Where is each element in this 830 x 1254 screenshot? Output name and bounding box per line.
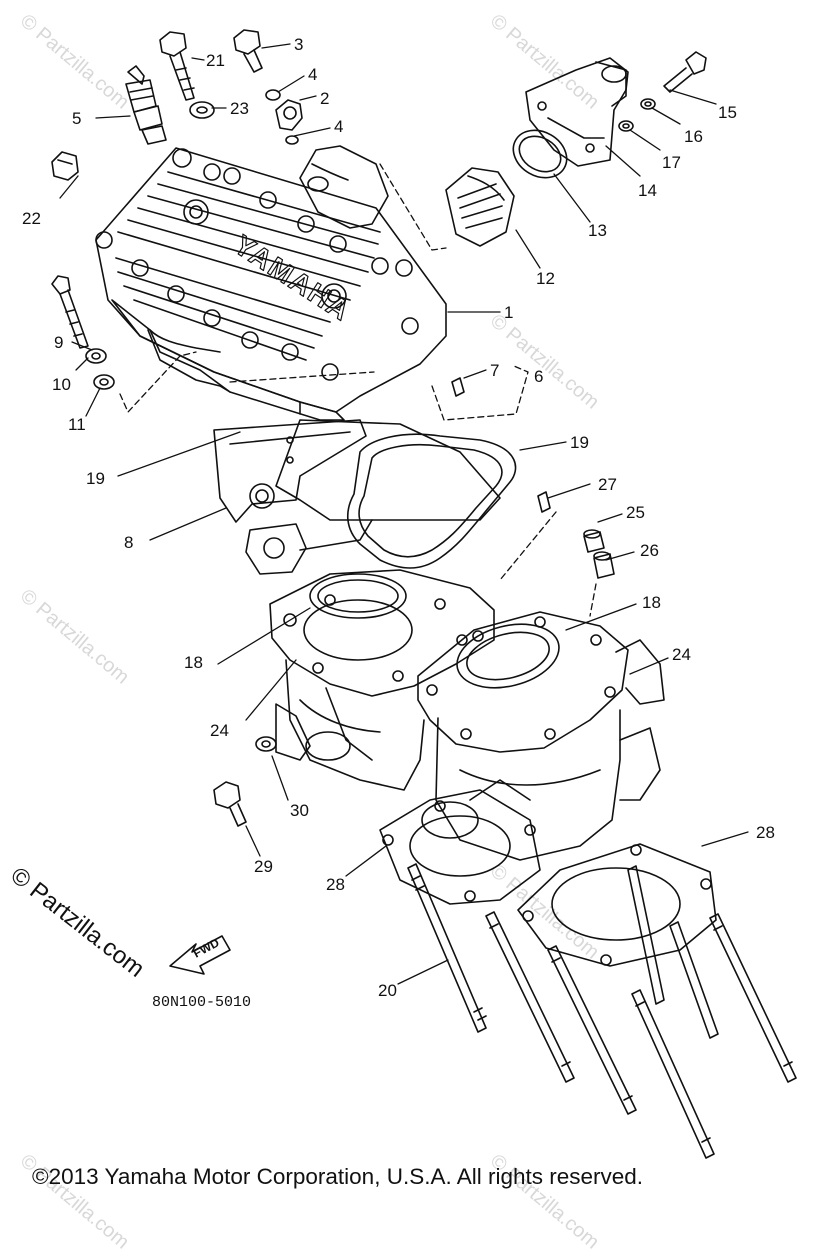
- thermostat-12: [445, 167, 515, 247]
- callout-4-upper: 4: [308, 65, 317, 84]
- callout-20: 20: [378, 981, 397, 1000]
- collar-26: [593, 551, 615, 579]
- callout-11: 11: [68, 415, 86, 434]
- washer-23: [189, 101, 215, 119]
- callout-19-left: 19: [86, 469, 105, 488]
- base-gasket-right: [517, 843, 717, 967]
- callout-10: 10: [52, 375, 71, 394]
- thermostat-cover-14: [525, 57, 629, 167]
- copyright-notice: ©2013 Yamaha Motor Corporation, U.S.A. A…: [32, 1164, 644, 1189]
- callout-16: 16: [684, 127, 703, 146]
- base-gasket-left: [379, 789, 541, 905]
- bolt-21: [159, 31, 195, 101]
- callout-15: 15: [718, 103, 737, 122]
- callout-29: 29: [254, 857, 273, 876]
- callout-27: 27: [598, 475, 617, 494]
- callout-2: 2: [320, 89, 329, 108]
- leader-lines: [59, 43, 749, 985]
- washer-10: [85, 348, 107, 364]
- callout-26: 26: [640, 541, 659, 560]
- callout-18-left: 18: [184, 653, 203, 672]
- callout-1: 1: [504, 303, 513, 322]
- nut-22: [51, 151, 79, 181]
- callout-21: 21: [206, 51, 225, 70]
- callout-28-left: 28: [326, 875, 345, 894]
- dowel-pin-7: [451, 377, 465, 397]
- bolt-15: [663, 51, 707, 93]
- callout-24-left: 24: [210, 721, 229, 740]
- joint-plate: [245, 419, 501, 575]
- bolt-29: [213, 781, 247, 827]
- oring-4-lower: [285, 135, 299, 145]
- washer-30: [255, 736, 277, 752]
- callout-19-right: 19: [570, 433, 589, 452]
- diagram-code: 80N100-5010: [152, 994, 252, 1011]
- callout-4-lower: 4: [334, 117, 343, 136]
- parts-diagram: © Partzilla.com © Partzilla.com © Partzi…: [5, 10, 797, 1253]
- washer-16: [640, 98, 656, 110]
- callout-30: 30: [290, 801, 309, 820]
- thermostat-gasket-13: [512, 129, 568, 179]
- fitting-2: [275, 99, 303, 131]
- callout-8: 8: [124, 533, 133, 552]
- callout-12: 12: [536, 269, 555, 288]
- dowel-pin-27: [537, 491, 551, 513]
- callout-14: 14: [638, 181, 657, 200]
- exploded-view: YAMAHA: [22, 29, 797, 1159]
- callout-5: 5: [72, 109, 81, 128]
- callout-24-right: 24: [672, 645, 691, 664]
- callout-13: 13: [588, 221, 607, 240]
- callout-9: 9: [54, 333, 63, 352]
- oring-4-upper: [265, 89, 281, 101]
- bolt-3: [233, 29, 263, 73]
- callout-22: 22: [22, 209, 41, 228]
- callout-6: 6: [534, 367, 543, 386]
- callout-17: 17: [662, 153, 681, 172]
- washer-17: [618, 120, 634, 132]
- collar-25: [583, 529, 605, 553]
- cylinder-left: [269, 569, 495, 791]
- fwd-arrow-icon: FWD: [169, 935, 231, 975]
- spark-plug: [125, 65, 167, 145]
- callout-23: 23: [230, 99, 249, 118]
- callout-7: 7: [490, 361, 499, 380]
- callout-25: 25: [626, 503, 645, 522]
- callout-3: 3: [294, 35, 303, 54]
- callout-18-right: 18: [642, 593, 661, 612]
- head-gasket-19: [347, 433, 517, 569]
- washer-11: [93, 374, 115, 390]
- stud-bolts: [407, 863, 797, 1159]
- head-gasket-8: [213, 419, 367, 523]
- callout-28-right: 28: [756, 823, 775, 842]
- cylinder-right: [417, 611, 665, 861]
- callouts: 1 2 3 4 4 5 6 7 8 9 10 11 12 13 14 15 16…: [22, 35, 775, 1000]
